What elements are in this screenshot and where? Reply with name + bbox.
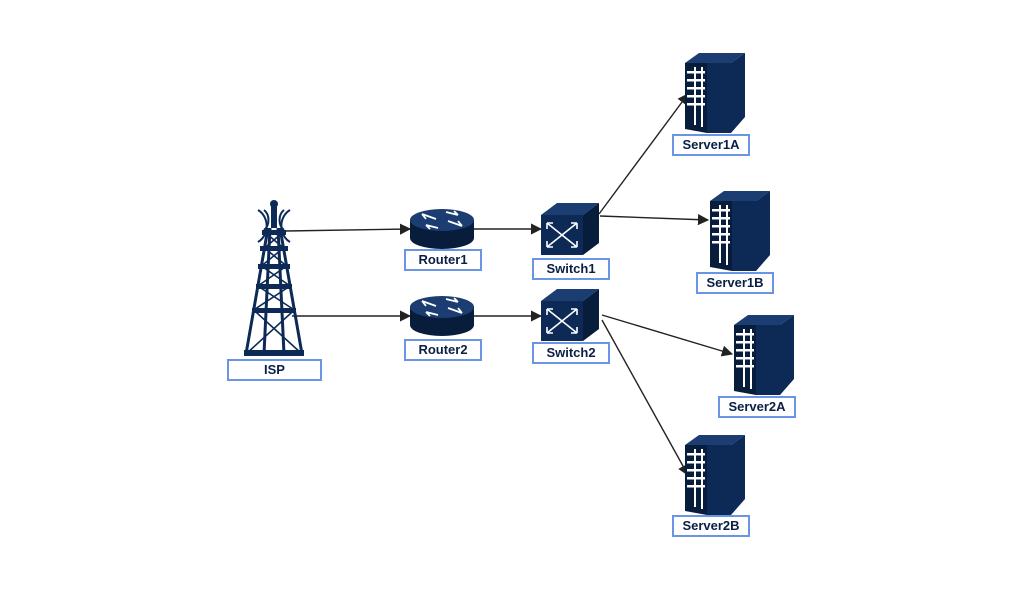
node-label-server2b: Server2B bbox=[672, 515, 750, 537]
server-icon bbox=[685, 53, 745, 133]
node-label-switch1: Switch1 bbox=[532, 258, 610, 280]
switch-icon bbox=[541, 203, 599, 255]
router-icon bbox=[410, 296, 474, 336]
server-icon bbox=[710, 191, 770, 271]
node-label-server1a: Server1A bbox=[672, 134, 750, 156]
connector-switch1-server1a bbox=[598, 93, 689, 215]
connections bbox=[285, 93, 734, 476]
node-label-router1: Router1 bbox=[404, 249, 482, 271]
node-label-server2a: Server2A bbox=[718, 396, 796, 418]
node-label-switch2: Switch2 bbox=[532, 342, 610, 364]
device-icons bbox=[244, 53, 794, 515]
server-icon bbox=[734, 315, 794, 395]
node-label-isp: ISP bbox=[227, 359, 322, 381]
router-icon bbox=[410, 209, 474, 249]
node-label-server1b: Server1B bbox=[696, 272, 774, 294]
node-label-router2: Router2 bbox=[404, 339, 482, 361]
connector-switch1-server1b bbox=[599, 214, 710, 226]
connector-isp-router1 bbox=[285, 223, 412, 235]
antenna-tower-icon bbox=[244, 200, 304, 356]
server-icon bbox=[685, 435, 745, 515]
connector-switch2-server2b bbox=[601, 319, 689, 476]
switch-icon bbox=[541, 289, 599, 341]
connector-switch2-server2a bbox=[601, 314, 734, 357]
